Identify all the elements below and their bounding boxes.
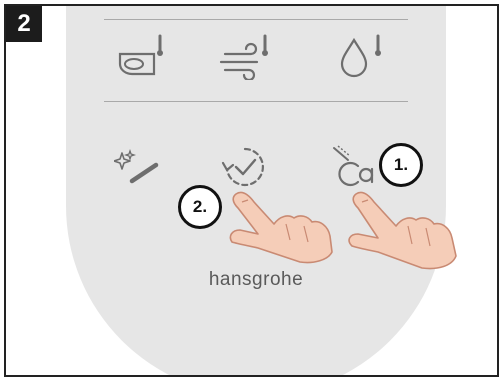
descaling-icon[interactable]: [328, 144, 378, 190]
nozzle-cleaning-icon[interactable]: [114, 149, 162, 189]
hand-pointer-icon: [228, 188, 338, 268]
seat-heating-icon[interactable]: [114, 32, 172, 80]
callout-step-2: 2.: [178, 185, 222, 229]
brand-logo-text: hansgrohe: [66, 269, 446, 291]
panel-divider-top: [104, 19, 408, 20]
water-temperature-icon[interactable]: [334, 32, 392, 80]
panel-divider-middle: [104, 101, 408, 102]
callout-step-1: 1.: [379, 143, 423, 187]
hand-pointer-icon: [346, 188, 466, 272]
instruction-frame: hansgrohe 2 1. 2.: [4, 4, 499, 377]
confirm-refresh-icon[interactable]: [220, 143, 270, 193]
air-dryer-icon[interactable]: [219, 32, 277, 80]
step-number-badge: 2: [6, 6, 42, 42]
